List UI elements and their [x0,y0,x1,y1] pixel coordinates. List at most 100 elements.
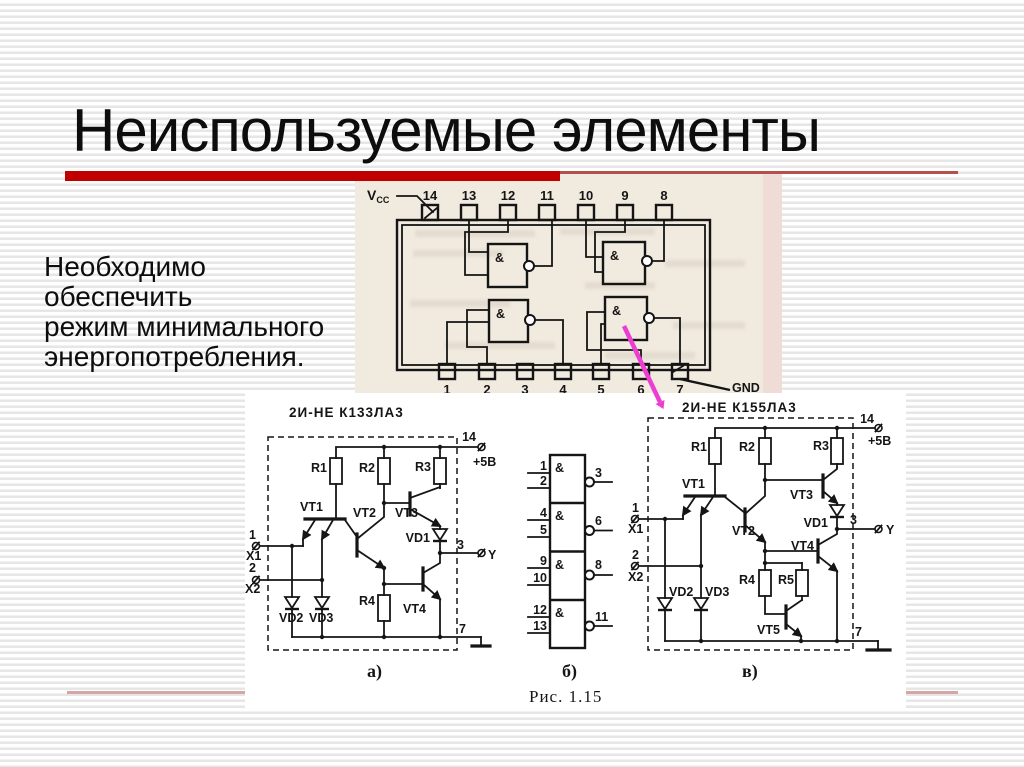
a-pin1: 1 [249,528,256,542]
gate-amp: & [612,304,621,318]
a-vd3: VD3 [309,611,333,625]
a-pin2: 2 [249,561,256,575]
v-vd2: VD2 [669,585,693,599]
body-line: энергопотребления. [44,341,305,372]
a-vt2: VT2 [353,506,376,520]
a-vd1: VD1 [406,531,430,545]
g4-in2: 13 [533,619,547,633]
pin-label-9: 9 [621,188,628,203]
chip-gates: & & & & [486,240,655,344]
chip-wiring [446,219,681,365]
v-r5: R5 [778,573,794,587]
v-r2: R2 [739,440,755,454]
v-vd3: VD3 [705,585,729,599]
a-r4: R4 [359,594,375,608]
g1-in2: 2 [540,474,547,488]
pin-label-13: 13 [462,188,476,203]
a-out-y: Y [488,548,497,562]
v-pin1: 1 [632,501,639,515]
a-vt1: VT1 [300,500,323,514]
a-pin3: 3 [457,538,464,552]
v-label: в) [742,661,758,682]
a-pin14: 14 [462,430,476,444]
schematic-v: 2И-НЕ К155ЛА3 14 +5В R1 R2 R3 VT1 [628,400,895,682]
arrow-head [655,400,665,409]
g4-in1: 12 [533,603,547,617]
pin7-slash [671,364,685,374]
figure-drawing: 2И-НЕ К133ЛА3 14 +5В R1 R2 R3 VT1 [245,400,895,706]
v-r4: R4 [739,573,755,587]
body-line: обеспечить [44,281,193,312]
pin-label-1: 1 [443,382,450,395]
schematic-v-title: 2И-НЕ К155ЛА3 [682,400,797,415]
b-label: б) [562,661,577,682]
figure-panel: 2И-НЕ К133ЛА3 14 +5В R1 R2 R3 VT1 [245,393,906,708]
gnd-label: GND [732,381,760,395]
pin-label-4: 4 [559,382,567,395]
schematic-a: 2И-НЕ К133ЛА3 14 +5В R1 R2 R3 VT1 [245,405,497,682]
ic-package-figure: 14 13 12 11 10 9 8 1 2 3 4 5 6 7 VCC GND [355,172,782,395]
v-pin14: 14 [860,412,874,426]
gate-amp: & [555,558,564,572]
g2-in1: 4 [540,506,547,520]
g3-in2: 10 [533,571,547,585]
page-title: Неиспользуемые элементы [72,97,821,164]
v-pin2: 2 [632,548,639,562]
a-r1: R1 [311,461,327,475]
g1-in1: 1 [540,459,547,473]
a-vt3: VT3 [395,506,418,520]
g1-out: 3 [595,466,602,480]
scan-background [355,172,782,395]
v-r1: R1 [691,440,707,454]
title-underline-thin [560,171,958,174]
pin-label-12: 12 [501,188,515,203]
pin-label-8: 8 [660,188,667,203]
pin-label-10: 10 [579,188,593,203]
title-underline-bar [65,171,560,181]
body-text: Необходимо обеспечить режим минимального… [44,252,364,372]
gate-amp: & [495,251,504,265]
g3-in1: 9 [540,554,547,568]
v-r3: R3 [813,439,829,453]
figure-caption: Рис. 1.15 [529,687,602,706]
vcc-wire [396,195,435,214]
a-vd2: VD2 [279,611,303,625]
vcc-label: VCC [367,187,390,205]
g4-out: 11 [595,610,608,624]
scan-page-edge [763,172,782,395]
v-pin3: 3 [850,513,857,527]
gnd-wire [679,377,731,392]
a-pin7: 7 [459,622,466,636]
v-vt3: VT3 [790,488,813,502]
pointer-arrow [621,325,665,409]
body-line: режим минимального [44,311,325,342]
pin-label-11: 11 [540,188,554,203]
pin-label-6: 6 [637,382,644,395]
a-x2: X2 [245,582,260,596]
gates-b: & & & & 1 2 3 4 5 6 9 10 [527,453,613,706]
a-r3: R3 [415,460,431,474]
gate-amp: & [555,606,564,620]
g2-in2: 5 [540,523,547,537]
schematic-a-title: 2И-НЕ К133ЛА3 [289,405,404,420]
v-plus5v: +5В [868,434,891,448]
pin-label-14: 14 [423,188,438,203]
g3-out: 8 [595,558,602,572]
gate-amp: & [555,509,564,523]
v-pin7: 7 [855,625,862,639]
chip-outline-inner [401,224,706,366]
v-vt1: VT1 [682,477,705,491]
a-r2: R2 [359,461,375,475]
v-vt4: VT4 [791,539,814,553]
pin-label-7: 7 [676,382,683,395]
a-x1: X1 [246,549,261,563]
a-plus5v: +5В [473,455,496,469]
pin14-slash [423,206,439,220]
pin-label-5: 5 [597,382,604,395]
gate-amp: & [555,461,564,475]
v-x2: X2 [628,570,643,584]
v-vd1: VD1 [804,516,828,530]
pin-label-3: 3 [521,382,528,395]
a-vt4: VT4 [403,602,426,616]
